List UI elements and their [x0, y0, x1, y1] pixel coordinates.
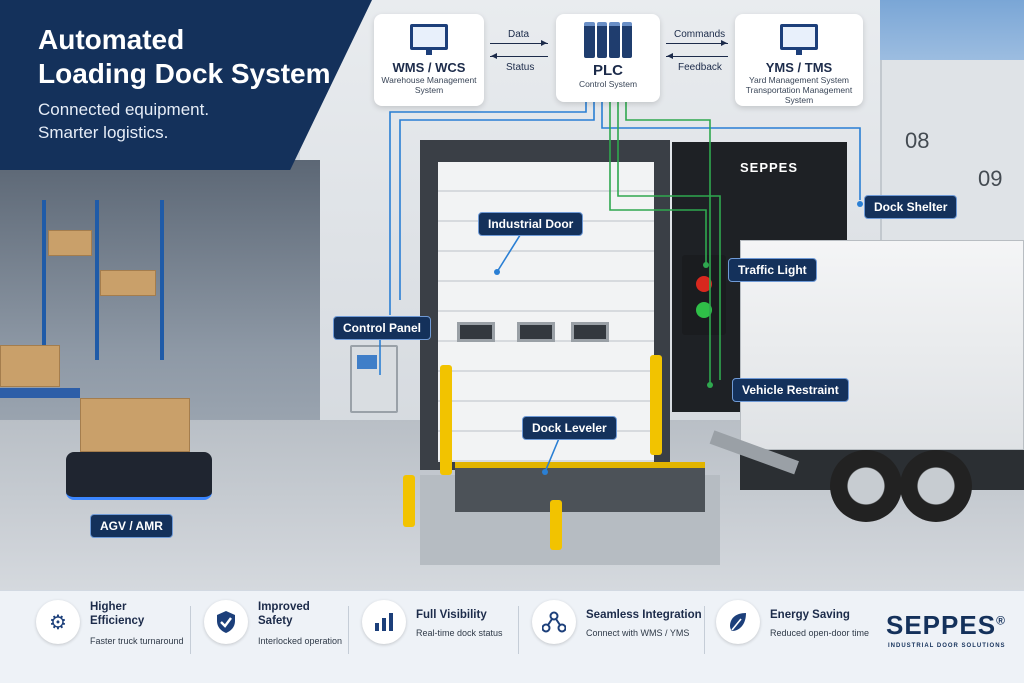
truck-wheel [830, 450, 902, 522]
wire-leveler [617, 100, 721, 380]
agv-cargo [80, 398, 190, 452]
yms-system-box: YMS / TMS Yard Management System Transpo… [735, 14, 863, 106]
plc-sub1: Control System [578, 79, 638, 89]
monitor-icon [780, 24, 818, 55]
conveyor-boxes [0, 345, 60, 387]
arrow-right [490, 40, 548, 46]
brand-tagline: INDUSTRIAL DOOR SOLUTIONS [888, 643, 1006, 649]
flow-label-commands: Commands [674, 29, 726, 40]
flow-label-status: Status [506, 62, 535, 73]
monitor-icon [410, 24, 448, 55]
benefit-efficiency: ⚙ Higher Efficiency Faster truck turnaro… [36, 600, 184, 646]
red-lamp [696, 276, 712, 292]
rack-post [160, 200, 164, 360]
benefit-sub: Faster truck turnaround [90, 636, 184, 646]
benefit-title: Higher [90, 601, 127, 613]
callout-dock-shelter: Dock Shelter [864, 195, 958, 219]
conveyor [0, 388, 80, 398]
door-window [571, 322, 609, 342]
plc-cabinet-icon [584, 22, 632, 58]
bollard [550, 500, 562, 550]
subtitle-line2: Smarter logistics. [38, 123, 169, 142]
yms-title: YMS / TMS [765, 60, 833, 75]
callout-traffic-light: Traffic Light [728, 258, 817, 282]
rack-post [95, 200, 99, 360]
callout-vehicle-restraint: Vehicle Restraint [732, 378, 849, 402]
truck-wheel [900, 450, 972, 522]
yms-sub1: Yard Management System [749, 75, 849, 85]
divider [190, 606, 191, 654]
rack-post [42, 200, 46, 360]
dock-leveler [455, 462, 705, 512]
bollard [440, 365, 452, 475]
benefits-bar [0, 590, 1024, 683]
traffic-light [682, 255, 726, 335]
arrow-left [490, 53, 548, 59]
bollard [403, 475, 415, 527]
plc-title: PLC [593, 62, 623, 79]
door-window [517, 322, 555, 342]
shield-check-icon [204, 600, 248, 644]
benefit-title: Energy Saving [770, 609, 850, 621]
plc-system-box: PLC Control System [556, 14, 660, 102]
wms-sub1: Warehouse Management [381, 75, 477, 85]
wms-sub2: System [414, 85, 444, 95]
benefit-energy: Energy Saving Reduced open-door time [716, 600, 869, 644]
wire-shelter [601, 100, 861, 200]
bay-number-09: 09 [978, 166, 1003, 191]
benefit-integration: Seamless Integration Connect with WMS / … [532, 600, 702, 644]
leaf-icon [716, 600, 760, 644]
connection-lines [379, 100, 863, 475]
brand-logo: SEPPES® [886, 610, 1006, 640]
callout-industrial-door: Industrial Door [478, 212, 584, 236]
arrow-left [666, 53, 728, 59]
agv-robot [66, 452, 212, 500]
benefit-sub: Interlocked operation [258, 636, 343, 646]
door-window [457, 322, 495, 342]
wire-light [609, 100, 707, 265]
control-panel-screen [357, 355, 377, 369]
shelter-brand: SEPPES [740, 160, 799, 175]
yms-sub2: Transportation Management System [745, 85, 853, 105]
benefit-title: Improved [258, 601, 310, 613]
subtitle-line1: Connected equipment. [38, 100, 210, 119]
rack-boxes [100, 270, 156, 296]
green-lamp [696, 302, 712, 318]
divider [704, 606, 705, 654]
gear-icon: ⚙ [36, 600, 80, 644]
callout-control-panel: Control Panel [333, 316, 432, 340]
wire-restraint [625, 100, 711, 385]
wire-panel [399, 100, 595, 300]
benefit-title: Safety [258, 615, 293, 627]
benefit-title: Seamless Integration [586, 609, 702, 621]
benefit-visibility: Full Visibility Real-time dock status [362, 600, 503, 644]
divider [518, 606, 519, 654]
divider [348, 606, 349, 654]
bollard [650, 355, 662, 455]
benefit-safety: Improved Safety Interlocked operation [204, 600, 342, 646]
benefit-title: Efficiency [90, 615, 145, 627]
rack-boxes [48, 230, 92, 256]
page-title-line1: Automated [38, 24, 185, 55]
callout-dock-leveler: Dock Leveler [522, 416, 617, 440]
arrow-right [666, 40, 728, 46]
bar-chart-icon [362, 600, 406, 644]
callout-agv: AGV / AMR [90, 514, 173, 538]
page-title-line2: Loading Dock System [38, 58, 331, 89]
network-icon [532, 600, 576, 644]
wms-title: WMS / WCS [392, 60, 466, 75]
flow-label-feedback: Feedback [678, 62, 722, 73]
bay-number-08: 08 [905, 128, 930, 153]
wire-door [389, 100, 587, 315]
benefit-sub: Real-time dock status [416, 628, 503, 638]
benefit-title: Full Visibility [416, 609, 487, 621]
wms-system-box: WMS / WCS Warehouse Management System [374, 14, 484, 106]
benefit-sub: Reduced open-door time [770, 628, 870, 638]
benefit-sub: Connect with WMS / YMS [586, 628, 690, 638]
flow-label-data: Data [508, 29, 530, 40]
